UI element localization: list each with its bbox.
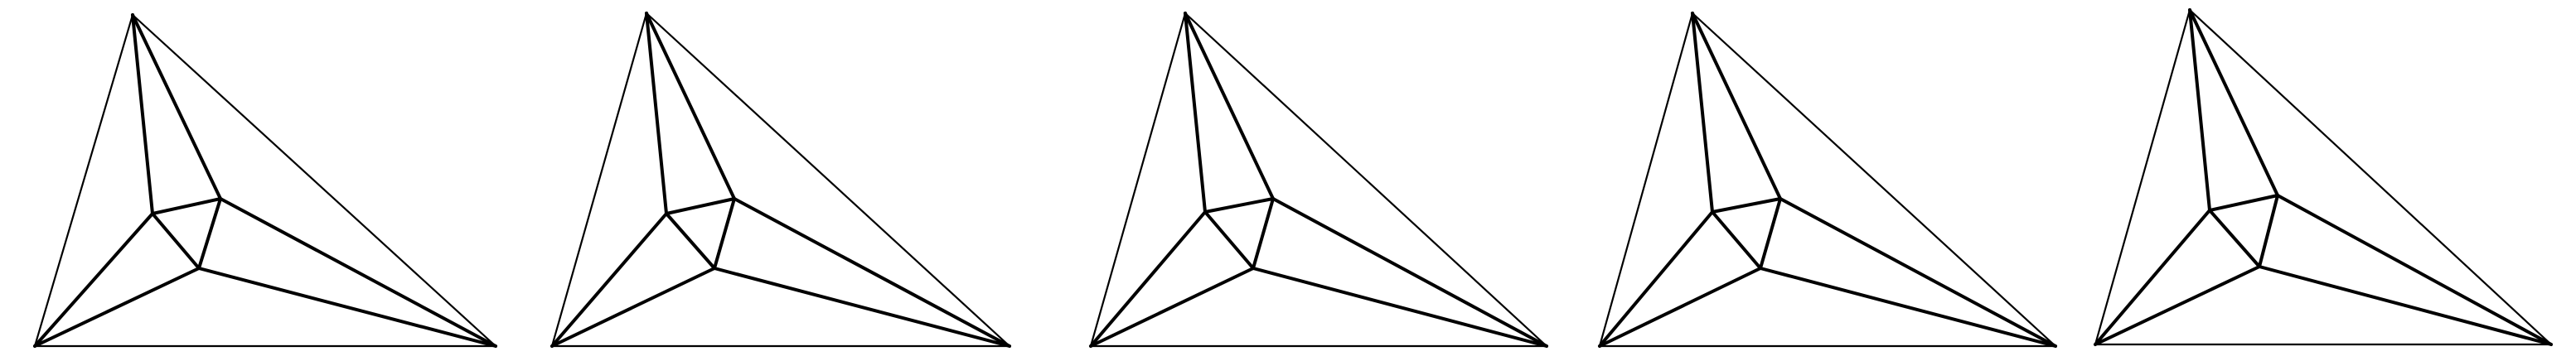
inner-edge <box>1089 267 1255 348</box>
inner-edge <box>1691 12 1782 200</box>
outer-edge <box>2188 8 2553 346</box>
diagram-panel-2 <box>550 12 1011 348</box>
inner-edge <box>1184 12 1207 214</box>
inner-edge <box>1203 197 1275 214</box>
inner-edge <box>550 267 716 348</box>
inner-edge <box>1711 197 1782 214</box>
inner-edge <box>713 197 736 270</box>
inner-edge <box>197 267 497 348</box>
inner-edge <box>219 197 497 348</box>
diagram-panel-3 <box>1089 12 1548 348</box>
outer-edge <box>550 12 648 348</box>
outer-edge <box>2094 8 2191 346</box>
inner-edge <box>151 197 222 215</box>
inner-edge <box>2258 194 2279 268</box>
inner-edge <box>1089 210 1207 348</box>
inner-edge <box>665 197 736 215</box>
inner-edge <box>1779 197 2057 348</box>
inner-edge <box>2258 265 2553 346</box>
inner-edge <box>1598 210 1714 348</box>
inner-edge <box>1598 267 1762 348</box>
inner-edge <box>2276 194 2553 346</box>
diagram-panel-1 <box>33 13 497 348</box>
inner-edge <box>151 212 201 270</box>
inner-edge <box>550 212 668 348</box>
inner-edge <box>665 212 716 270</box>
inner-edge <box>645 12 736 200</box>
diagram-panel-5 <box>2094 8 2553 346</box>
inner-edge <box>1711 210 1762 270</box>
inner-edge <box>645 12 668 215</box>
outer-edge <box>1089 12 1187 348</box>
inner-edge <box>1252 197 1275 270</box>
inner-edge <box>2188 8 2211 212</box>
inner-edge <box>1184 12 1275 200</box>
inner-edge <box>33 212 154 348</box>
inner-edge <box>197 197 222 270</box>
inner-edge <box>2208 194 2279 212</box>
inner-edge <box>2094 265 2261 346</box>
inner-edge <box>33 267 201 348</box>
inner-edge <box>1691 12 1714 214</box>
outer-edge <box>131 13 497 348</box>
inner-edge <box>2188 8 2279 197</box>
diagram-panel-4 <box>1598 12 2057 348</box>
outer-edge <box>1598 12 1694 348</box>
inner-edge <box>2208 209 2261 268</box>
outer-edge <box>1184 12 1548 348</box>
inner-edge <box>733 197 1011 348</box>
inner-edge <box>131 13 222 200</box>
inner-edge <box>1203 210 1255 270</box>
outer-edge <box>645 12 1011 348</box>
outer-edge <box>1691 12 2057 348</box>
inner-edge <box>713 267 1011 348</box>
inner-edge <box>1759 197 1782 270</box>
outer-edge <box>33 13 134 348</box>
inner-edge <box>1252 267 1548 348</box>
inner-edge <box>1759 267 2057 348</box>
inner-edge <box>2094 209 2211 346</box>
inner-edge <box>131 13 154 215</box>
inner-edge <box>1271 197 1548 348</box>
